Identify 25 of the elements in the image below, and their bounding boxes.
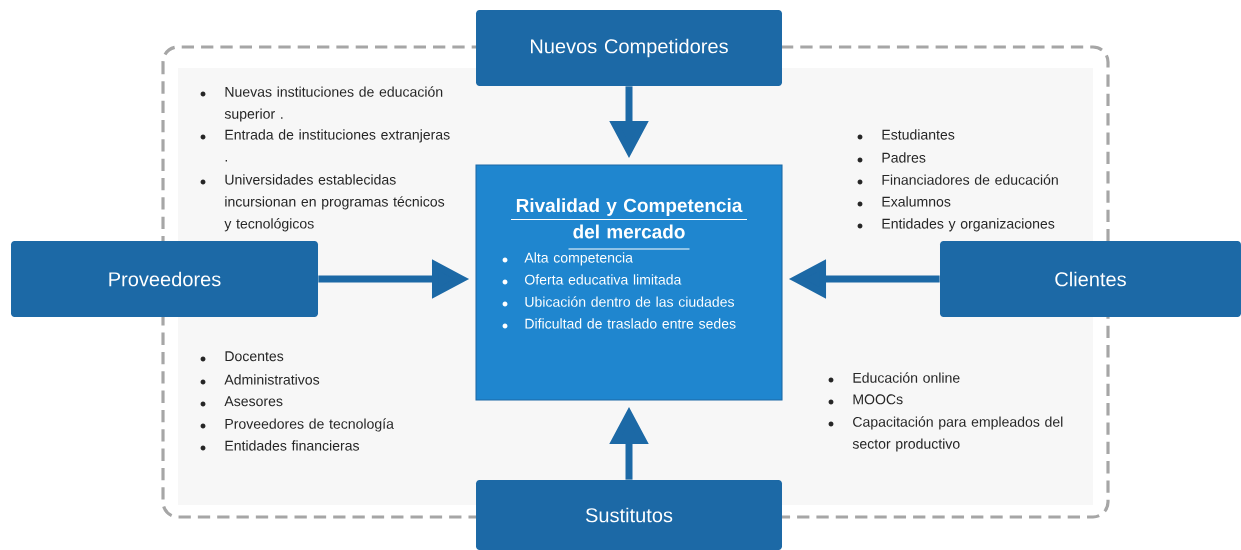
bullet-item: Padres — [857, 152, 926, 163]
force-box: Proveedores — [11, 241, 318, 317]
bullet-item: Administrativos — [200, 374, 320, 385]
bullet-item: Entrada de instituciones extranjeras . — [200, 129, 450, 162]
bullet-item: Educación online — [828, 372, 960, 383]
bullet-item: Estudiantes — [857, 129, 955, 140]
bullet-item: Universidades establecidas incursionan en programas técnicos y tecnológicos — [200, 174, 445, 232]
bullet-item: Oferta educativa limitada — [502, 274, 682, 285]
force-box: Nuevos Competidores — [476, 10, 782, 86]
bullet-item: Docentes — [200, 351, 284, 362]
bullet-item: Asesores — [200, 396, 283, 407]
bullet-item: Ubicación dentro de las ciudades — [502, 296, 735, 307]
bullet-item: Exalumnos — [857, 196, 951, 207]
bullet-item: MOOCs — [828, 394, 903, 405]
bullet-item: Financiadores de educación — [857, 174, 1058, 185]
bullet-item: Nuevas instituciones de educación superior . — [200, 86, 443, 122]
bullet-item: Alta competencia — [502, 252, 633, 266]
bullet-item: Dificultad de traslado entre sedes — [502, 318, 736, 329]
heading: Rivalidad y Competencia del mercado — [510, 198, 748, 250]
bullet-item: Capacitación para empleados del sector productivo — [828, 416, 1063, 452]
bullet-item: Proveedores de tecnología — [200, 418, 394, 432]
force-box: Sustitutos — [476, 480, 782, 550]
force-box: Clientes — [940, 241, 1241, 317]
bullet-item: Entidades financieras — [200, 440, 360, 451]
bullet-item: Entidades y organizaciones — [857, 218, 1055, 232]
